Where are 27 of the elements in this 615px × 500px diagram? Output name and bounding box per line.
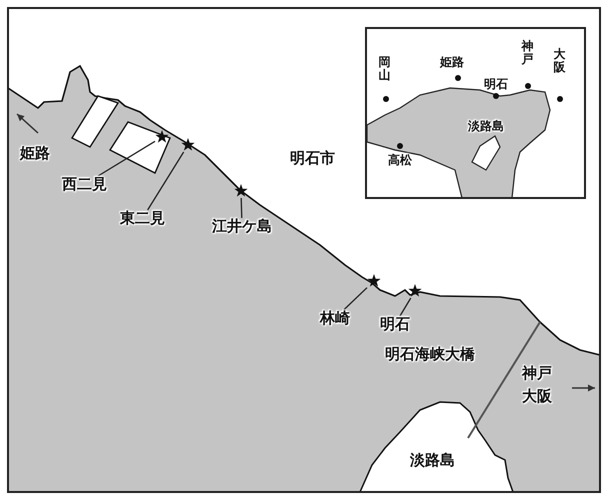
place-label: 大阪 — [553, 48, 566, 74]
place-label: 明石 — [484, 78, 508, 92]
place-label: 姫路 — [440, 56, 464, 70]
place-label: 神戸 — [522, 365, 552, 382]
place-label: 淡路島 — [410, 452, 455, 468]
place-label: 高松 — [388, 154, 412, 168]
star-mark — [367, 274, 381, 288]
place-label: 明石 — [380, 316, 410, 332]
place-label: 姫路 — [20, 145, 50, 162]
place-label: 神戸 — [521, 40, 534, 66]
star-mark — [408, 284, 422, 298]
leader-line — [240, 198, 242, 218]
leader-line — [147, 152, 184, 210]
place-label: 林崎 — [320, 310, 350, 326]
star-mark — [234, 184, 248, 198]
place-label: 明石海峡大橋 — [385, 346, 475, 362]
place-label: 江井ケ島 — [212, 218, 272, 234]
leader-line — [343, 287, 368, 310]
place-label: 東二見 — [120, 210, 165, 226]
star-mark — [181, 138, 195, 152]
place-label: 岡山 — [378, 56, 391, 82]
place-label: 明石市 — [290, 150, 335, 166]
place-label: 大阪 — [522, 388, 552, 404]
place-label: 淡路島 — [468, 120, 504, 134]
star-mark — [155, 130, 169, 144]
place-label: 西二見 — [62, 176, 107, 192]
leader-line — [399, 298, 412, 316]
